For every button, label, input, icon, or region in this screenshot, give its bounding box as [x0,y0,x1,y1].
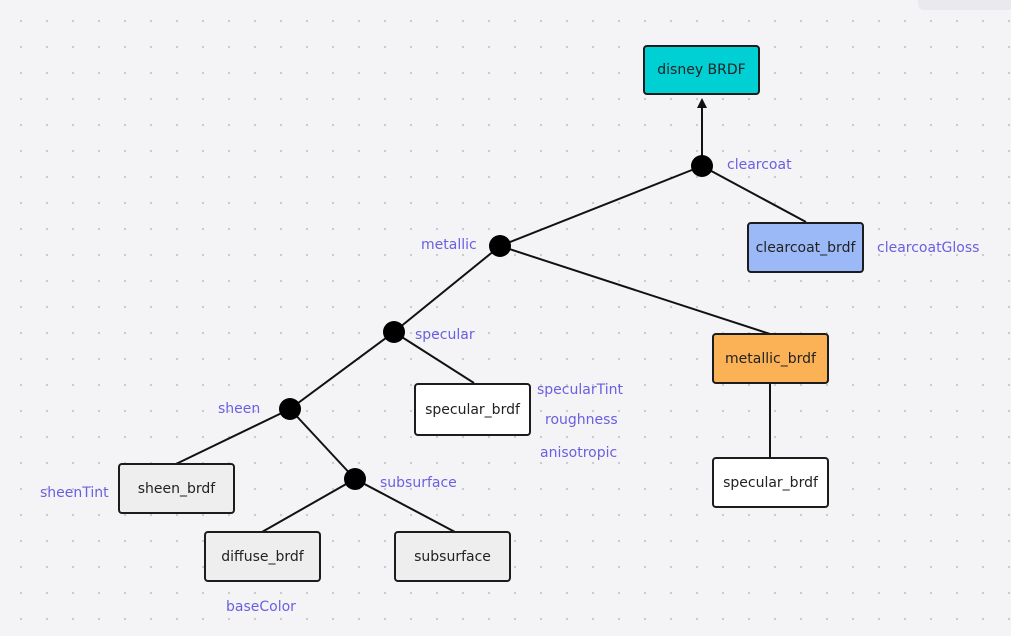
label-sheen: sheen [218,401,261,417]
label-specular-tint: specularTint [537,382,623,398]
label-clearcoat: clearcoat [727,157,792,173]
edge-clearcoat-to-clearcoat-brdf [701,165,807,223]
label-base-color: baseColor [226,599,296,615]
edge-clearcoat-to-metallic [499,165,703,247]
edge-specular-to-specular-brdf [393,331,475,384]
edge-subsurface-to-diffuse-brdf [261,478,356,533]
edge-sheen-to-sheen-brdf [175,408,291,465]
label-anisotropic: anisotropic [540,445,618,461]
node-diffuse-brdf[interactable]: diffuse_brdf [204,531,321,582]
edge-subsurface-to-subsurface-node [354,478,456,533]
node-clearcoat-brdf[interactable]: clearcoat_brdf [747,222,864,273]
label-sheen-tint: sheenTint [40,485,109,501]
top-corner-panel [918,0,1011,10]
junction-specular [383,321,405,343]
edge-metallic-to-metallic-brdf [499,245,771,335]
node-specular-brdf-metallic[interactable]: specular_brdf [712,457,829,508]
edge-specular-to-sheen [289,331,395,410]
edge-sheen-to-subsurface [289,408,356,480]
node-metallic-brdf[interactable]: metallic_brdf [712,333,829,384]
label-clearcoat-gloss: clearcoatGloss [877,240,980,256]
label-metallic: metallic [421,237,477,253]
node-subsurface[interactable]: subsurface [394,531,511,582]
junction-metallic [489,235,511,257]
junction-clearcoat [691,155,713,177]
label-subsurface: subsurface [380,475,457,491]
junction-sheen [279,398,301,420]
edge-metallic-to-specular [393,245,501,333]
junction-subsurface [344,468,366,490]
node-specular-brdf[interactable]: specular_brdf [414,383,531,436]
node-sheen-brdf[interactable]: sheen_brdf [118,463,235,514]
label-specular: specular [415,327,475,343]
node-disney-brdf[interactable]: disney BRDF [643,45,760,95]
label-roughness: roughness [545,412,618,428]
